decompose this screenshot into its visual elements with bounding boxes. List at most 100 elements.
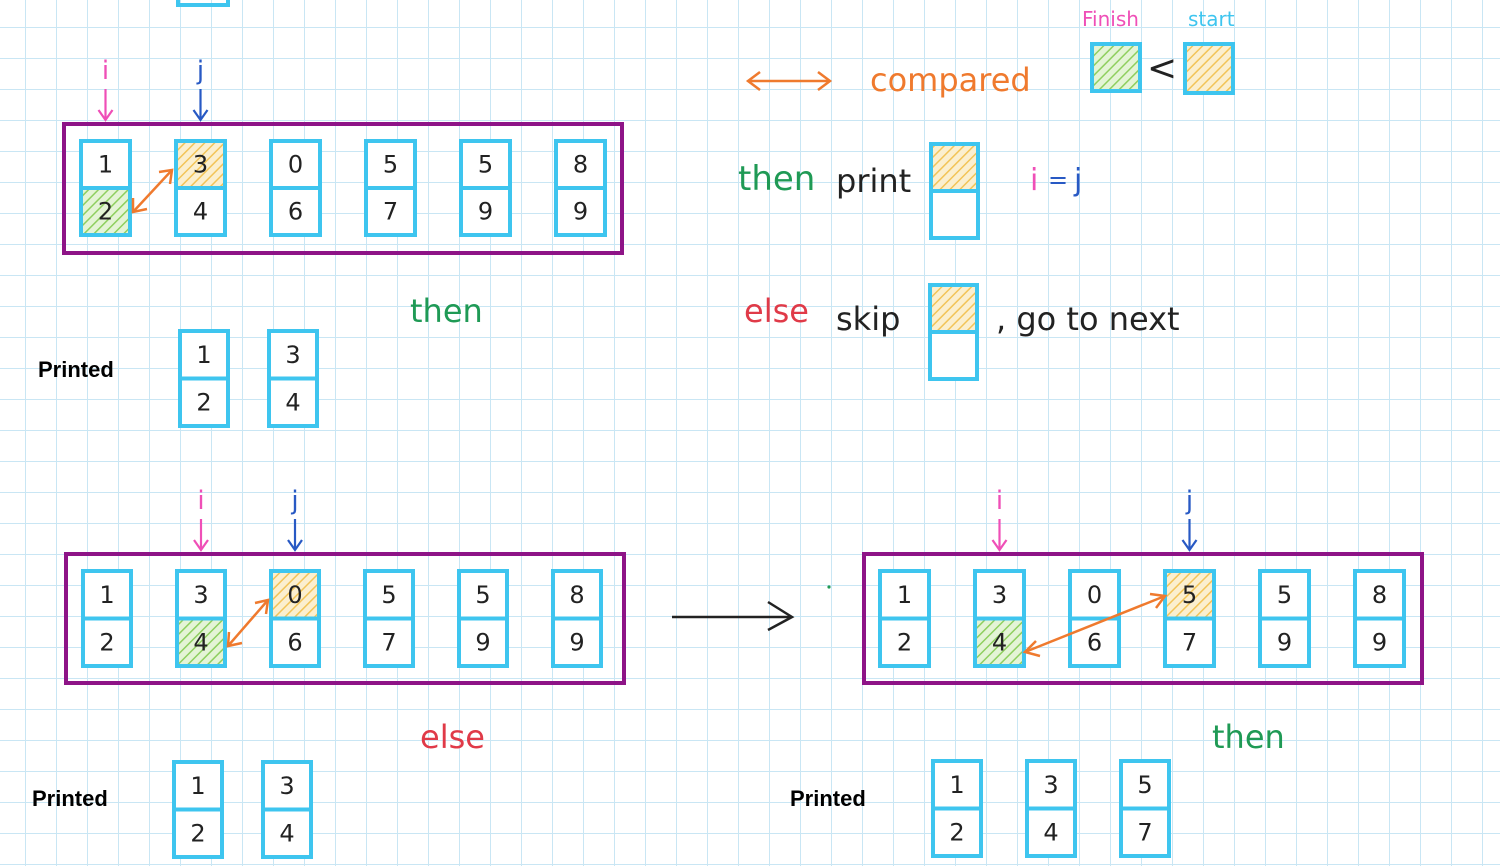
printed-cell-1-start-value: 1: [949, 771, 964, 799]
activity-cell-5-finish-box: [1258, 616, 1311, 668]
activity-cell-4-finish-value: 7: [381, 628, 396, 656]
legend-skip-label: skip: [836, 300, 900, 338]
activity-cell-4-finish-value: 7: [383, 198, 398, 226]
print-swatch-top: [929, 142, 980, 193]
j-pointer-arrow-head: [1181, 539, 1198, 552]
activity-cell-4-finish-box: [363, 616, 415, 668]
activity-cell-2-finish-box: [175, 616, 227, 668]
activity-cell-1-start-value: 1: [98, 151, 113, 179]
i-pointer-arrow-head: [97, 109, 114, 122]
i-pointer-arrow-head: [991, 539, 1008, 552]
activity-cell-1-start-box: [81, 569, 133, 621]
activity-cell-1-finish-box: [878, 616, 931, 668]
activity-cell-3-finish-box: [269, 616, 321, 668]
printed-cell-3-start-value: 5: [1137, 771, 1152, 799]
activity-cell-2-start-value: 3: [992, 581, 1007, 609]
partial-cell-edge: [176, 0, 230, 7]
activity-cell-2-finish-box: [973, 616, 1026, 668]
activity-cell-4-finish-box: [364, 186, 417, 237]
activity-cell-1-finish-box: [79, 186, 132, 237]
activity-cell-1-finish-box: [81, 616, 133, 668]
activity-cell-1-finish-value: 2: [98, 198, 113, 226]
legend-equals: =: [1048, 166, 1068, 194]
activity-cell-2-start-value: 3: [193, 151, 208, 179]
skip-swatch-bottom: [928, 330, 979, 381]
step-3-then-label: then: [1212, 718, 1285, 756]
legend-print-label: print: [836, 162, 911, 200]
activity-cell-6-finish-box: [1353, 616, 1406, 668]
activity-cell-4-finish-value: 7: [1182, 628, 1197, 656]
printed-cell-1-finish-value: 2: [949, 818, 964, 846]
activity-cell-5-start-box: [459, 139, 512, 190]
printed-cell-2-start-value: 3: [279, 772, 294, 800]
printed-cell-1-finish-box: [172, 807, 224, 859]
legend-finish-label: Finish: [1082, 7, 1139, 31]
activity-cell-6-finish-value: 9: [569, 628, 584, 656]
step-2-else-label: else: [420, 718, 485, 756]
j-pointer-label: j: [1185, 486, 1193, 516]
finish-swatch: [1090, 42, 1142, 93]
printed-cell-1-start-value: 1: [196, 341, 211, 369]
activity-cell-2-start-value: 3: [193, 581, 208, 609]
activity-cell-6-start-box: [1353, 569, 1406, 621]
activity-cell-4-finish-box: [1163, 616, 1216, 668]
legend-start-label: start: [1188, 7, 1235, 31]
activity-cell-3-start-box: [269, 569, 321, 621]
activity-cell-6-finish-value: 9: [1372, 628, 1387, 656]
activity-cell-3-start-value: 0: [287, 581, 302, 609]
activity-cell-2-finish-value: 4: [992, 628, 1007, 656]
stray-dot: [827, 585, 831, 589]
activity-cell-6-start-value: 8: [569, 581, 584, 609]
i-pointer-label: i: [996, 486, 1003, 516]
activity-cell-5-start-box: [457, 569, 509, 621]
activity-cell-6-finish-box: [551, 616, 603, 668]
step-1-then-label: then: [410, 292, 483, 330]
compare-arrow-2: [226, 598, 270, 648]
i-pointer-arrow-head: [193, 539, 209, 552]
compare-arrow-key: [745, 71, 833, 91]
i-pointer-label: i: [197, 486, 204, 516]
activity-cell-3-finish-value: 6: [287, 628, 302, 656]
activity-cell-3-start-value: 0: [1087, 581, 1102, 609]
legend-i-label: i: [1030, 163, 1038, 198]
activity-cell-4-start-value: 5: [381, 581, 396, 609]
skip-swatch-top: [928, 283, 979, 334]
activity-cell-6-finish-value: 9: [573, 198, 588, 226]
activity-cell-3-finish-box: [1068, 616, 1121, 668]
array-frame: [62, 122, 624, 255]
activity-cell-6-start-box: [554, 139, 607, 190]
activity-cell-1-start-value: 1: [897, 581, 912, 609]
array-frame: [64, 552, 626, 685]
printed-label-3: Printed: [790, 786, 866, 811]
activity-cell-5-finish-box: [459, 186, 512, 237]
activity-cell-4-start-value: 5: [1182, 581, 1197, 609]
printed-cell-2-finish-value: 4: [1043, 818, 1058, 846]
printed-cell-2-start-value: 3: [285, 341, 300, 369]
legend-j-label: j: [1073, 163, 1082, 198]
start-swatch: [1183, 42, 1235, 95]
activity-cell-5-finish-value: 9: [478, 198, 493, 226]
activity-cell-5-finish-value: 9: [475, 628, 490, 656]
printed-cell-3-start-box: [1119, 759, 1171, 811]
legend-then-label: then: [738, 159, 815, 199]
activity-cell-3-finish-value: 6: [1087, 628, 1102, 656]
printed-cell-2-start-value: 3: [1043, 771, 1058, 799]
printed-cell-2-finish-box: [261, 807, 313, 859]
activity-cell-1-start-value: 1: [99, 581, 114, 609]
activity-cell-2-finish-value: 4: [193, 628, 208, 656]
activity-cell-1-finish-value: 2: [99, 628, 114, 656]
printed-cell-1-finish-box: [178, 376, 230, 428]
activity-cell-1-finish-value: 2: [897, 628, 912, 656]
activity-cell-6-start-box: [551, 569, 603, 621]
activity-cell-6-finish-box: [554, 186, 607, 237]
compare-arrow-1: [131, 168, 174, 214]
array-frame: [862, 552, 1424, 685]
printed-cell-2-finish-value: 4: [285, 388, 300, 416]
transition-arrow: [672, 600, 795, 632]
printed-cell-2-finish-value: 4: [279, 819, 294, 847]
i-pointer-label: i: [102, 56, 109, 86]
